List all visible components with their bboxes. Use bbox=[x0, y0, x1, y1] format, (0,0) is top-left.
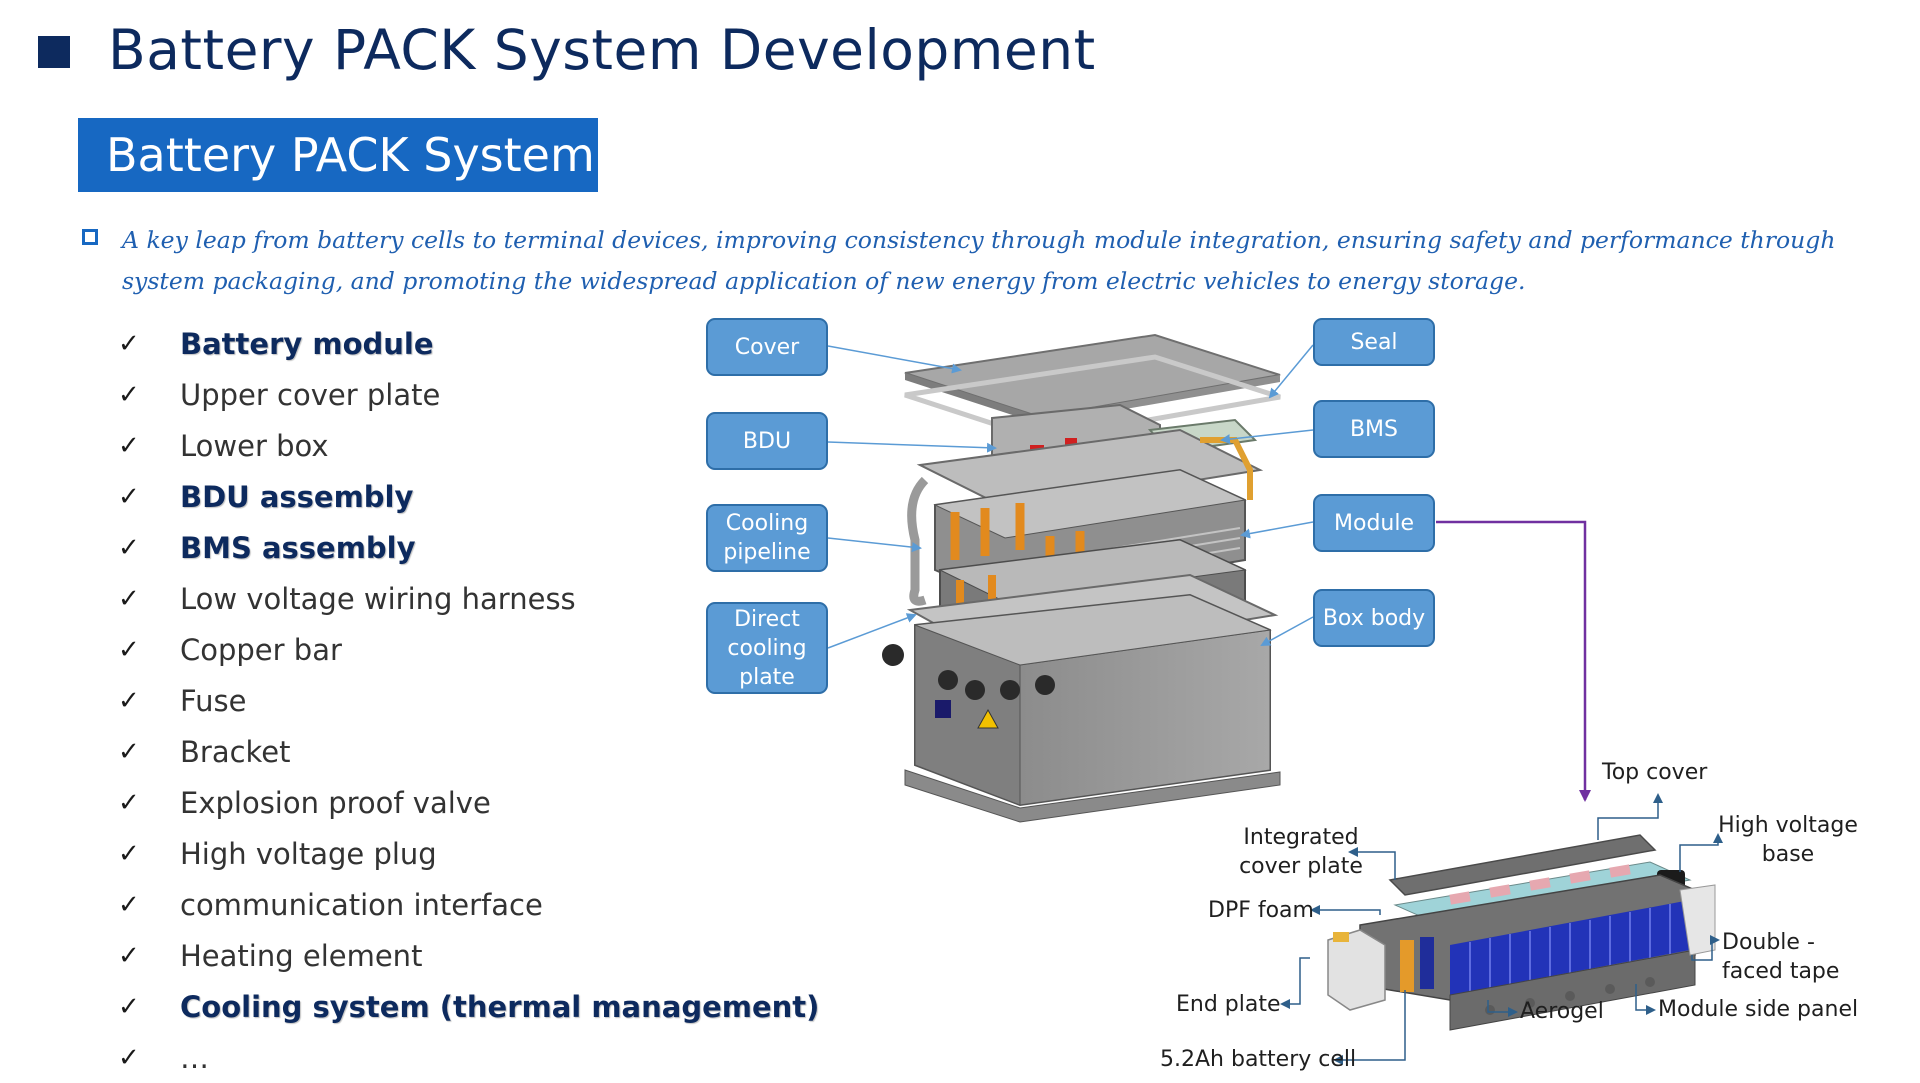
list-item-label: Fuse bbox=[180, 683, 247, 718]
module-cell-dividers bbox=[1469, 904, 1671, 992]
list-item-label: BDU assembly bbox=[180, 479, 414, 514]
label-dpf-foam: DPF foam bbox=[1208, 898, 1314, 923]
check-icon: ✓ bbox=[118, 889, 140, 920]
callout-cooling-pipeline: Cooling pipeline bbox=[706, 504, 828, 572]
module-tape-shape bbox=[1679, 884, 1716, 956]
pack-cooling-pipe-shape bbox=[907, 476, 929, 606]
pack-box-base bbox=[904, 769, 1281, 823]
component-list: ✓ Battery module ✓ Upper cover plate ✓ Lowe… bbox=[118, 318, 819, 1083]
check-icon: ✓ bbox=[118, 634, 140, 665]
module-end-plate-terminal bbox=[1333, 932, 1349, 942]
module-aerogel-pad bbox=[1400, 940, 1414, 992]
list-item-label: BMS assembly bbox=[180, 530, 416, 565]
label-double-faced-tape: Double - faced tape bbox=[1722, 930, 1840, 984]
battery-module-illustration bbox=[1327, 834, 1716, 1031]
label-battery-cell: 5.2Ah battery cell bbox=[1160, 1047, 1357, 1072]
module-cover-pads bbox=[1449, 864, 1631, 905]
pack-leader-lines bbox=[827, 344, 1314, 649]
intro-bullet-icon bbox=[82, 229, 98, 245]
list-item-label: Lower box bbox=[180, 428, 329, 463]
list-item: ✓ Fuse bbox=[118, 675, 819, 726]
check-icon: ✓ bbox=[118, 787, 140, 818]
list-item-label: Upper cover plate bbox=[180, 377, 441, 412]
pack-connector bbox=[1000, 680, 1020, 700]
list-item-label: Battery module bbox=[180, 326, 434, 361]
label-end-plate: End plate bbox=[1176, 992, 1281, 1017]
list-item: ✓ Low voltage wiring harness bbox=[118, 573, 819, 624]
label-module-side-panel: Module side panel bbox=[1658, 997, 1859, 1022]
pack-module-busbars bbox=[950, 503, 1025, 560]
label-integrated-cover-plate: Integrated cover plate bbox=[1239, 825, 1363, 879]
check-icon: ✓ bbox=[118, 379, 140, 410]
callout-cover: Cover bbox=[706, 318, 828, 376]
check-icon: ✓ bbox=[118, 838, 140, 869]
pack-connector bbox=[965, 680, 985, 700]
warning-icon bbox=[977, 708, 999, 729]
list-item-label: communication interface bbox=[180, 887, 543, 922]
list-item: ✓ Cooling system (thermal management) bbox=[118, 981, 819, 1032]
list-item: ✓ Lower box bbox=[118, 420, 819, 471]
module-side-holes bbox=[1485, 977, 1655, 1015]
list-item: ✓ Upper cover plate bbox=[118, 369, 819, 420]
list-item: ✓ BMS assembly bbox=[118, 522, 819, 573]
list-item-label: Heating element bbox=[180, 938, 423, 973]
module-link-line bbox=[1436, 520, 1591, 802]
pack-label-plate bbox=[935, 700, 951, 718]
pack-connector bbox=[1035, 675, 1055, 695]
list-item: ✓ Copper bar bbox=[118, 624, 819, 675]
module-top-cover-shape bbox=[1388, 834, 1657, 896]
list-item: ✓ Explosion proof valve bbox=[118, 777, 819, 828]
list-item-label: Cooling system (thermal management) bbox=[180, 989, 820, 1024]
label-aerogel: Aerogel bbox=[1520, 999, 1604, 1024]
check-icon: ✓ bbox=[118, 991, 140, 1022]
title-bullet-square bbox=[38, 36, 70, 68]
check-icon: ✓ bbox=[118, 532, 140, 563]
pack-connector bbox=[882, 644, 904, 666]
check-icon: ✓ bbox=[118, 1042, 140, 1073]
check-icon: ✓ bbox=[118, 328, 140, 359]
callout-bdu: BDU bbox=[706, 412, 828, 470]
list-item-label: Explosion proof valve bbox=[180, 785, 491, 820]
pack-box-flange bbox=[914, 594, 1272, 666]
list-item-label: High voltage plug bbox=[180, 836, 437, 871]
callout-direct-cooling-plate: Direct cooling plate bbox=[706, 602, 828, 694]
check-icon: ✓ bbox=[118, 430, 140, 461]
label-top-cover: Top cover bbox=[1602, 760, 1708, 785]
callout-box-body: Box body bbox=[1313, 589, 1435, 647]
callout-seal: Seal bbox=[1313, 318, 1435, 366]
check-icon: ✓ bbox=[118, 685, 140, 716]
list-item: ✓ Bracket bbox=[118, 726, 819, 777]
list-item-label: Bracket bbox=[180, 734, 291, 769]
check-icon: ✓ bbox=[118, 583, 140, 614]
list-item: ✓ communication interface bbox=[118, 879, 819, 930]
battery-pack-illustration bbox=[882, 333, 1281, 823]
check-icon: ✓ bbox=[118, 940, 140, 971]
section-banner: Battery PACK System bbox=[78, 118, 598, 192]
pack-connector bbox=[938, 670, 958, 690]
check-icon: ✓ bbox=[118, 736, 140, 767]
list-item: ✓ Heating element bbox=[118, 930, 819, 981]
check-icon: ✓ bbox=[118, 481, 140, 512]
list-item: ✓ High voltage plug bbox=[118, 828, 819, 879]
page-title: Battery PACK System Development bbox=[108, 18, 1096, 82]
intro-text: A key leap from battery cells to termina… bbox=[122, 226, 1836, 295]
list-item: ✓… bbox=[118, 1032, 819, 1083]
callout-module: Module bbox=[1313, 494, 1435, 552]
list-item-label: Low voltage wiring harness bbox=[180, 581, 576, 616]
module-end-cells bbox=[1420, 937, 1434, 989]
label-high-voltage-base: High voltage base bbox=[1718, 813, 1858, 867]
module-leader-lines bbox=[1280, 793, 1723, 1065]
pack-cover-edge bbox=[905, 373, 1040, 424]
pack-lower-module-top bbox=[938, 539, 1247, 603]
module-end-plate-shape bbox=[1327, 929, 1386, 1011]
pack-copper-bar bbox=[1200, 437, 1253, 500]
list-item: ✓ BDU assembly bbox=[118, 471, 819, 522]
callout-bms: BMS bbox=[1313, 400, 1435, 458]
pack-tray-shape bbox=[916, 428, 1264, 512]
list-item: ✓ Battery module bbox=[118, 318, 819, 369]
list-item-label: Copper bar bbox=[180, 632, 342, 667]
list-item-label: … bbox=[180, 1040, 209, 1075]
